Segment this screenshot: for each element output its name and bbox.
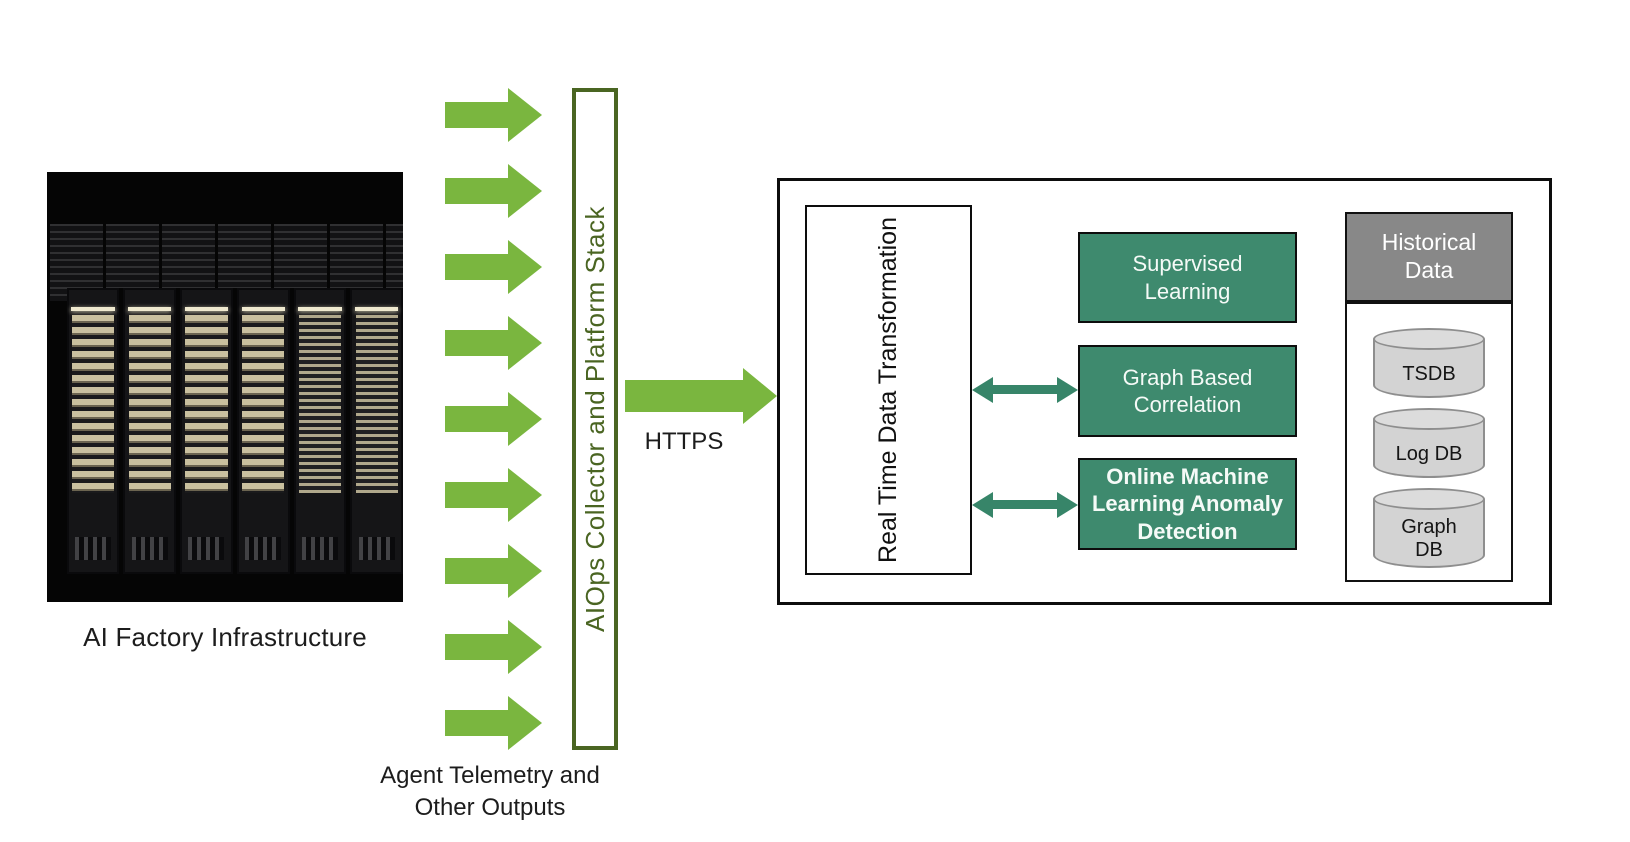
right-arrow-icon [445,696,542,750]
right-arrow-icon [445,240,542,294]
bidirectional-arrow-icon [972,377,1078,403]
server-rack [350,288,403,575]
realtime-transformation-box: Real Time Data Transformation [805,205,972,575]
rack-row [66,288,403,575]
right-arrow-icon [445,620,542,674]
right-arrow-icon [445,316,542,370]
infrastructure-caption: AI Factory Infrastructure [83,622,367,652]
right-arrow-icon [445,544,542,598]
telemetry-arrow-column [445,88,542,750]
rack-vent-row [47,223,403,301]
right-arrow-icon [445,88,542,142]
database-cylinder-logdb: Log DB [1373,408,1485,478]
historical-data-header: Historical Data [1345,212,1513,302]
server-rack [236,288,290,575]
right-arrow-icon [445,392,542,446]
server-rack [66,288,120,575]
right-arrow-icon [445,468,542,522]
database-cylinder-graphdb: Graph DB [1373,488,1485,568]
realtime-transformation-label: Real Time Data Transformation [874,217,902,563]
aiops-collector-label: AIOps Collector and Platform Stack [579,206,610,632]
telemetry-label: Agent Telemetry and Other Outputs [380,762,600,822]
bidirectional-arrow-icon [972,492,1078,518]
server-rack [123,288,177,575]
module-online-ml-anomaly-detection: Online Machine Learning Anomaly Detectio… [1078,458,1297,550]
module-supervised-learning: Supervised Learning [1078,232,1297,323]
aiops-collector-box: AIOps Collector and Platform Stack [572,88,618,750]
https-label: HTTPS [644,428,724,455]
right-arrow-icon [445,164,542,218]
database-cylinder-tsdb: TSDB [1373,328,1485,398]
server-rack [293,288,347,575]
https-arrow-icon [625,368,777,424]
module-graph-based-correlation: Graph Based Correlation [1078,345,1297,437]
ai-factory-photo [47,172,403,602]
server-rack [180,288,233,575]
historical-data-container: TSDB Log DB Graph DB [1345,302,1513,582]
